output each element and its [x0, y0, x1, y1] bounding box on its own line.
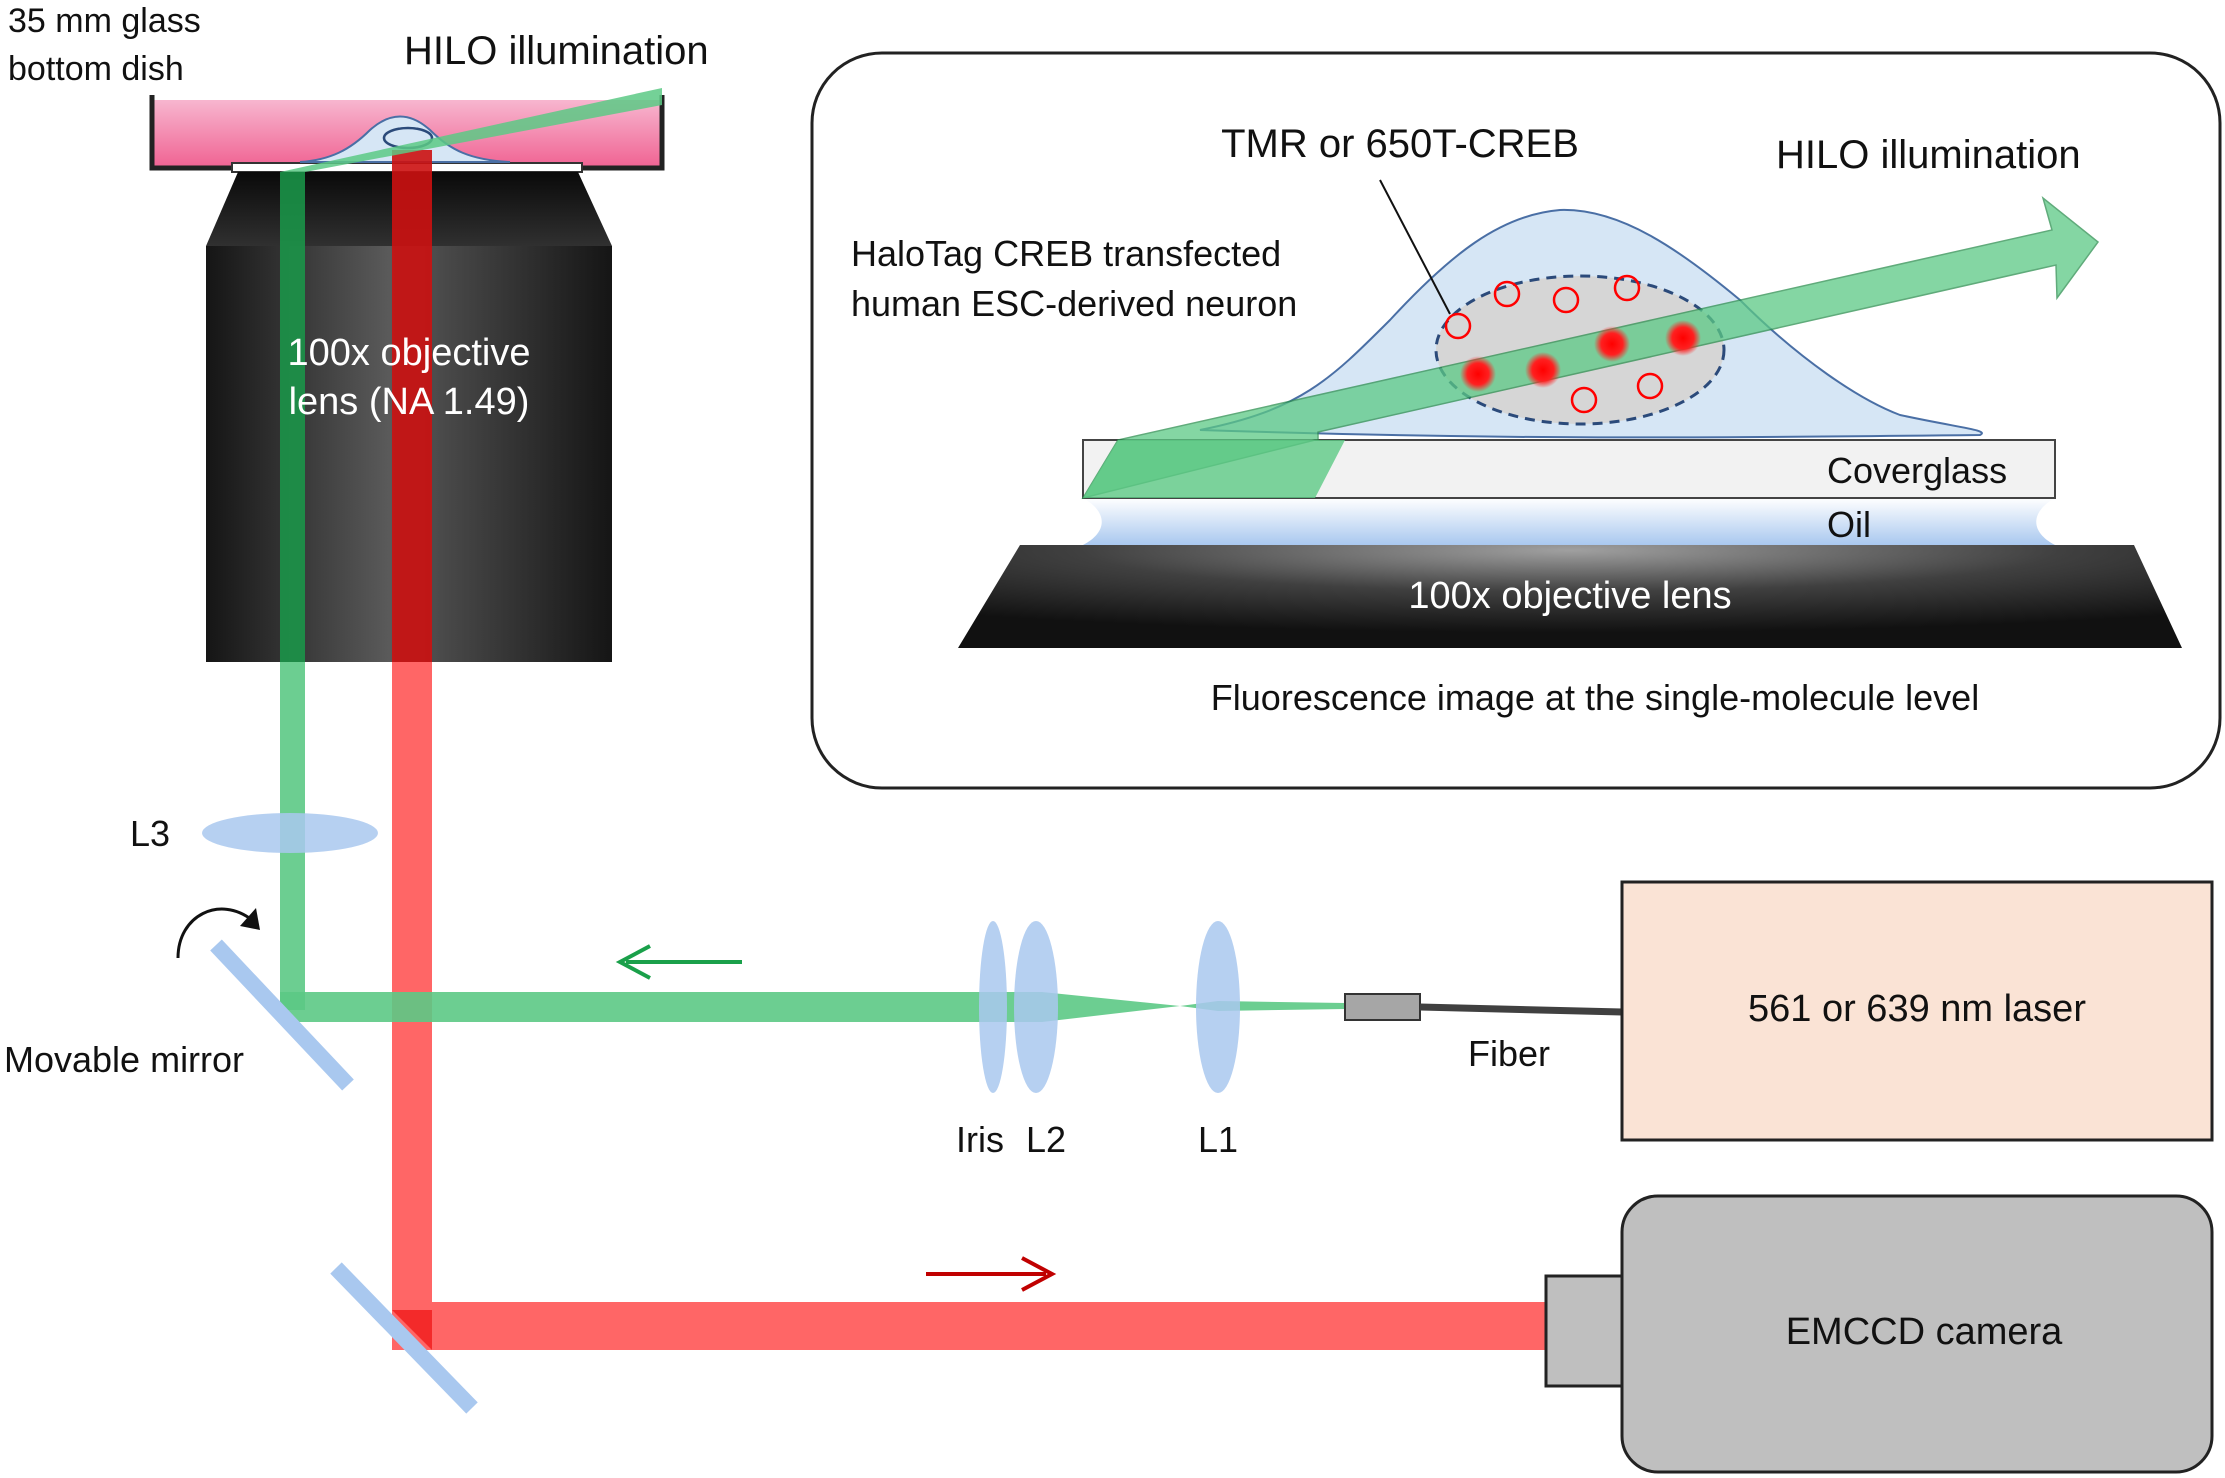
molecule-open — [1613, 274, 1641, 302]
dish-label-line1: 35 mm glass — [8, 2, 201, 40]
molecule-fluorescing — [1525, 352, 1561, 388]
lens-l3 — [202, 813, 378, 853]
fiber-cable — [1419, 1003, 1623, 1016]
lens-l1 — [1196, 921, 1240, 1093]
objective-label-line1: 100x objective — [288, 332, 531, 374]
molecule-fluorescing — [1665, 320, 1701, 356]
lens-l2 — [1014, 921, 1058, 1093]
iris-label: Iris — [956, 1119, 1004, 1160]
inset-caption: Fluorescence image at the single-molecul… — [1211, 677, 1979, 718]
inset-hilo-label: HILO illumination — [1776, 133, 2081, 177]
green-beam-hilo — [280, 88, 662, 172]
camera-label: EMCCD camera — [1786, 1311, 2063, 1353]
green-beam-in-objective — [280, 172, 305, 662]
inset-probe-label: TMR or 650T-CREB — [1221, 122, 1579, 166]
inset-objective — [958, 545, 2182, 648]
fiber-label: Fiber — [1468, 1033, 1550, 1074]
camera-body — [1620, 1194, 2214, 1474]
rotate-arrow-icon — [176, 907, 253, 959]
molecule-open — [1444, 312, 1472, 340]
laser-label: 561 or 639 nm laser — [1748, 988, 2086, 1030]
dish-cell — [299, 115, 511, 163]
objective-label-line2: lens (NA 1.49) — [289, 381, 530, 423]
red-reflection-spot — [392, 1310, 432, 1350]
molecule-fluorescing — [1594, 326, 1630, 362]
movable-mirror-label: Movable mirror — [4, 1039, 244, 1080]
green-direction-arrow-icon — [615, 944, 742, 980]
molecule-open — [1552, 286, 1580, 314]
probe-pointer-line — [1379, 179, 1451, 315]
lens-l3-label: L3 — [130, 813, 170, 854]
dish-label-line2: bottom dish — [8, 50, 184, 88]
inset-coverglass-label: Coverglass — [1827, 450, 2007, 491]
hilo-inset: TMR or 650T-CREB HILO illumination HaloT… — [810, 51, 2222, 790]
red-beam-horizontal — [392, 1302, 1546, 1350]
laser-box — [1620, 880, 2214, 1142]
hilo-label-left: HILO illumination — [404, 29, 709, 73]
red-beam-in-objective — [392, 150, 432, 662]
lens-l2-label: L2 — [1026, 1119, 1066, 1160]
green-beam-horizontal — [280, 992, 988, 1022]
inset-objective-label: 100x objective lens — [1408, 575, 1731, 617]
molecule-open — [1570, 386, 1598, 414]
molecule-open — [1636, 372, 1664, 400]
fixed-mirror — [330, 1262, 478, 1414]
molecule-open — [1493, 280, 1521, 308]
movable-mirror — [210, 939, 354, 1091]
lens-l1-label: L1 — [1198, 1119, 1238, 1160]
fiber-connector — [1344, 993, 1421, 1021]
inset-cell-label-line2: human ESC-derived neuron — [851, 283, 1297, 324]
inset-oil-label: Oil — [1827, 504, 1871, 545]
molecule-fluorescing — [1460, 356, 1496, 392]
camera-nose — [1544, 1274, 1626, 1388]
inset-oil — [1083, 498, 2055, 545]
red-direction-arrow-icon — [926, 1256, 1057, 1292]
rotate-arrowhead-icon — [240, 908, 260, 930]
inset-cell-label-line1: HaloTag CREB transfected — [851, 233, 1281, 274]
inset-beam-in-glass — [1083, 440, 1345, 498]
iris — [979, 921, 1007, 1093]
